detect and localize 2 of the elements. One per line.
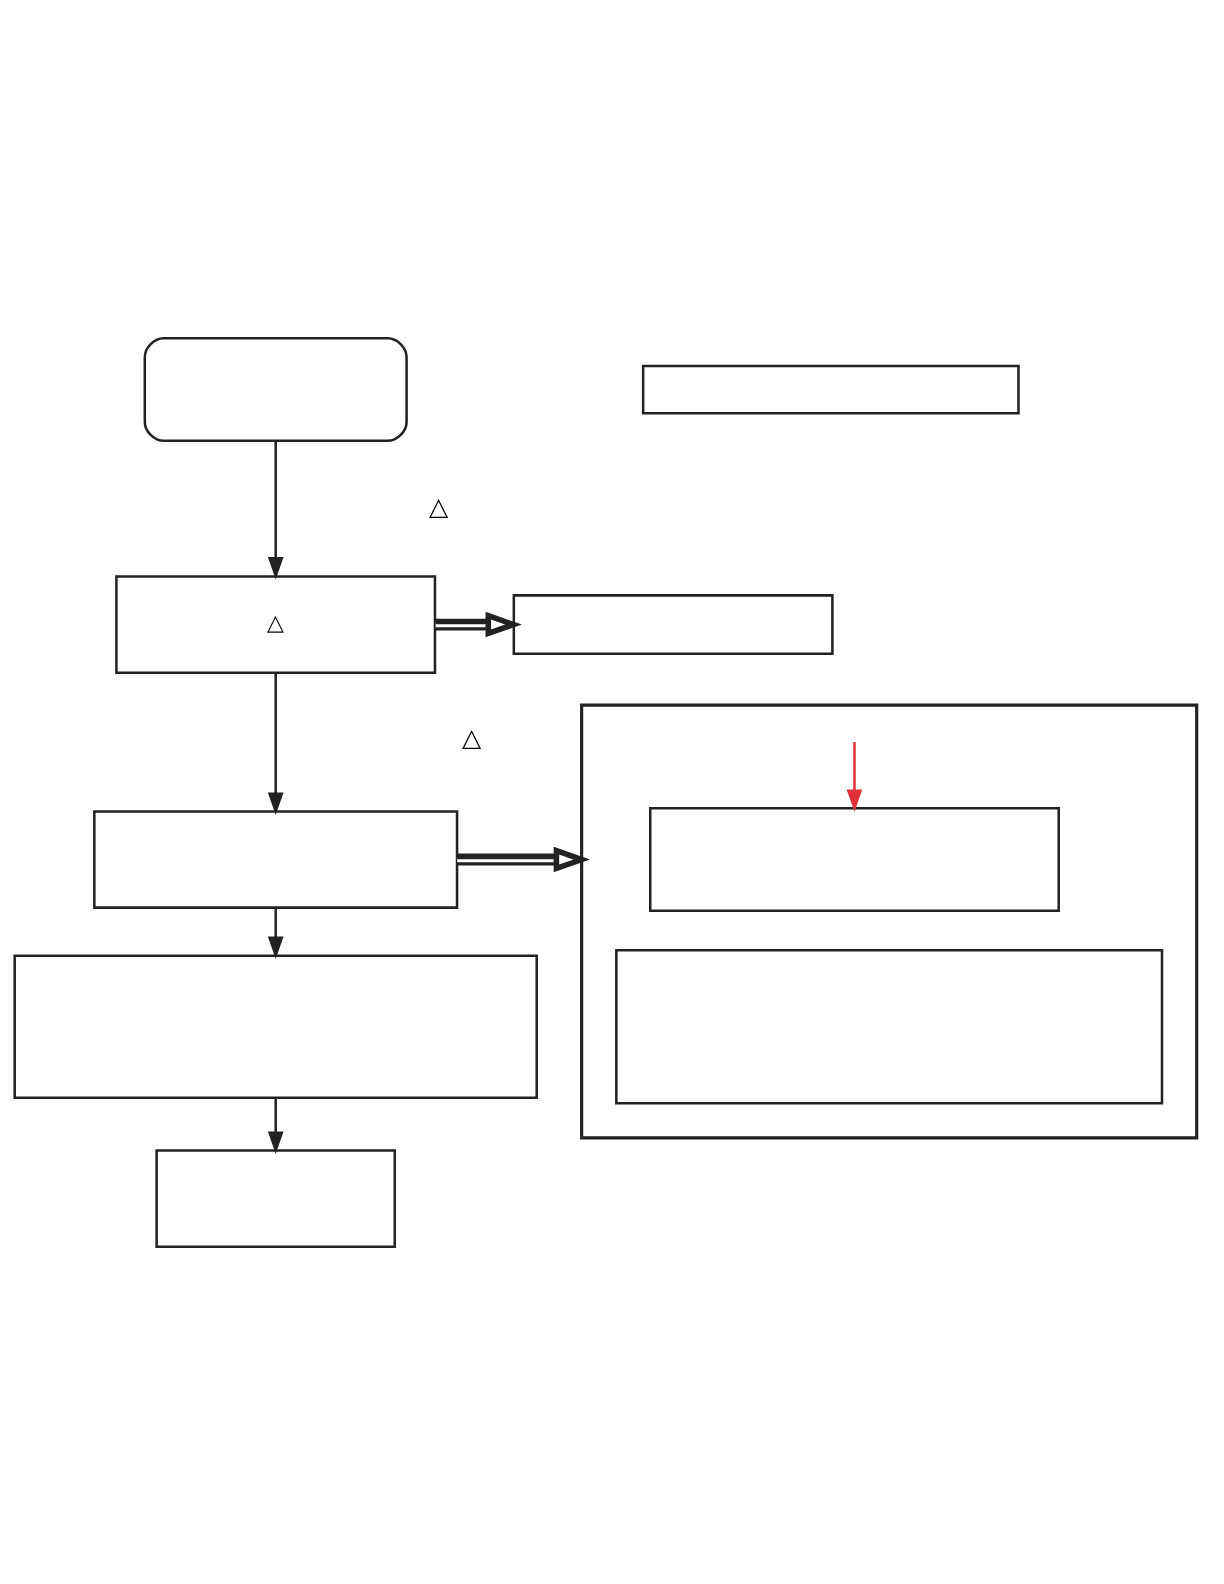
label: △ <box>428 491 448 520</box>
label: △ <box>461 722 481 751</box>
